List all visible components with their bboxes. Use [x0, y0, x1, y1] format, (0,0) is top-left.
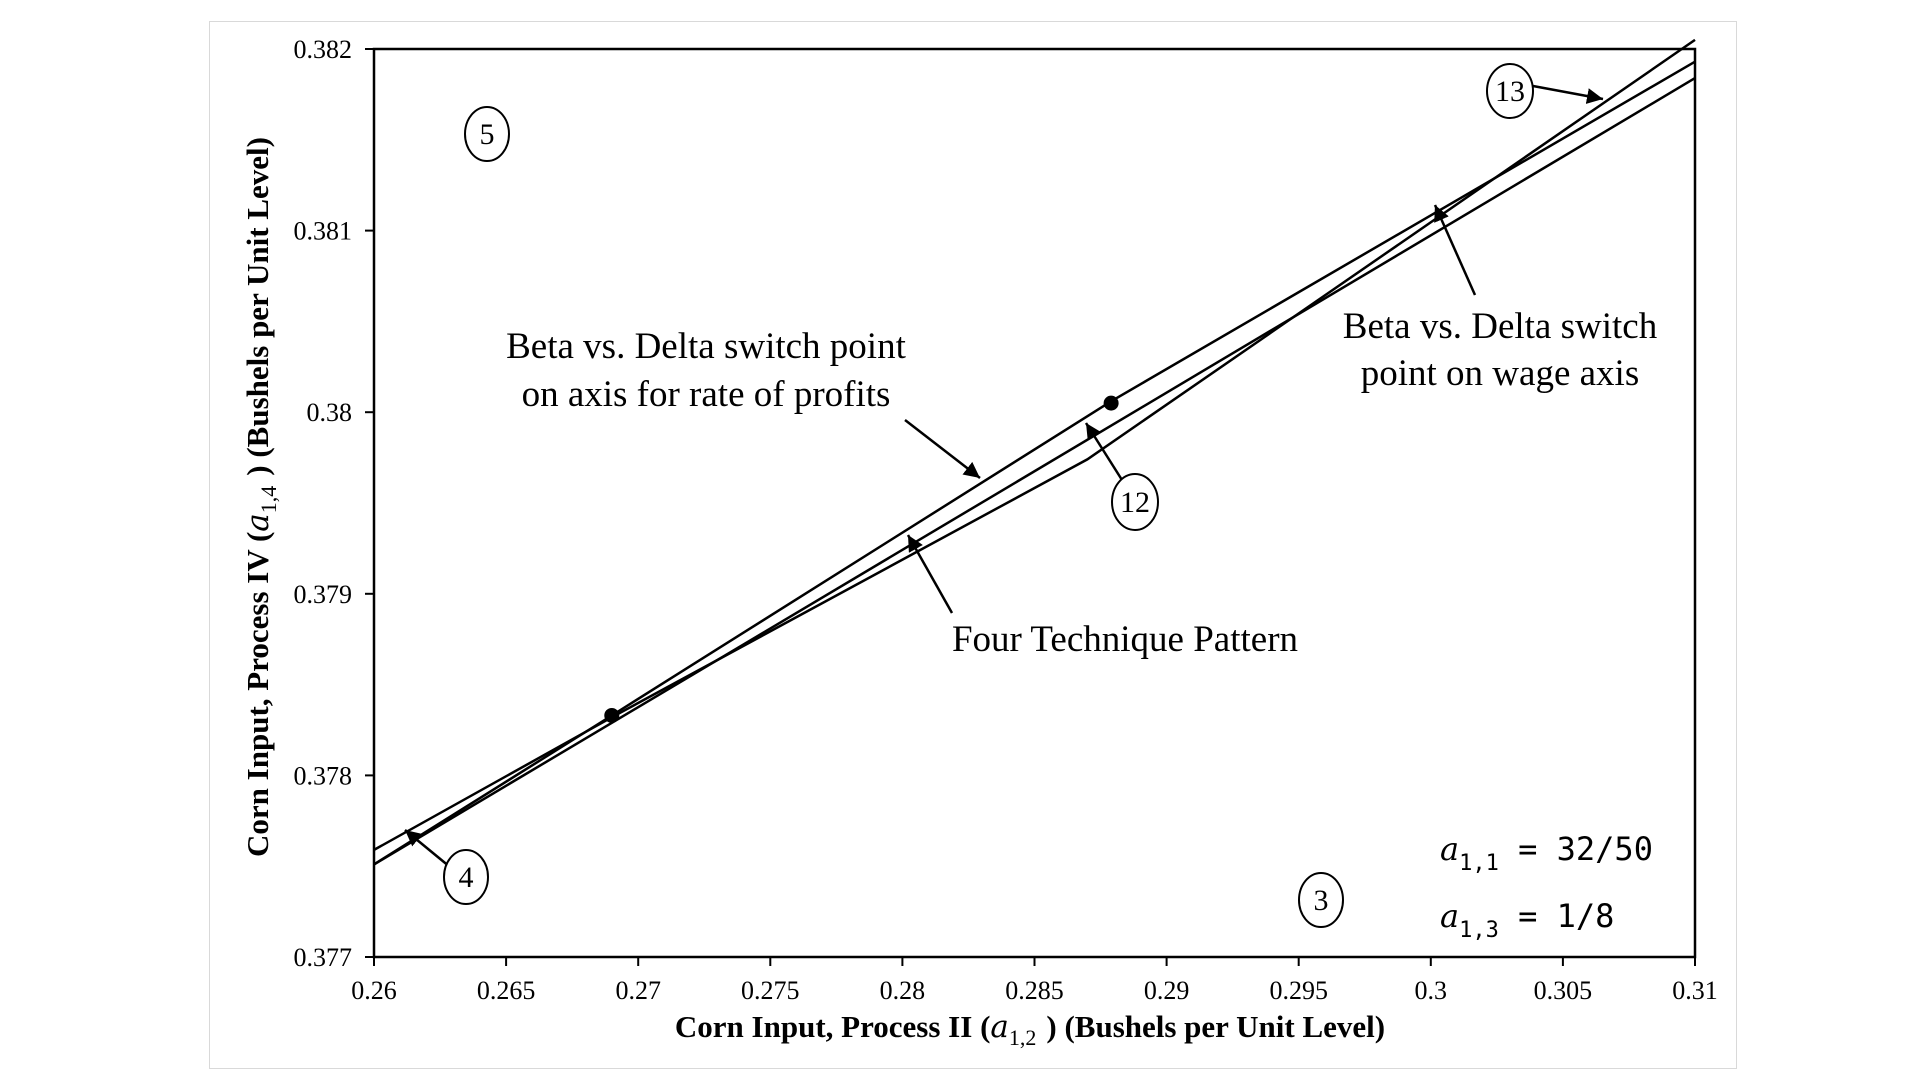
x-axis-title: Corn Input, Process II (a1,2) (Bushels p… [675, 1009, 1385, 1050]
point-layer [604, 395, 1119, 723]
arrow-region-4 [404, 829, 451, 868]
y-tick-label: 0.382 [294, 35, 353, 64]
annotation-wage-switch-line-2: point on wage axis [1361, 353, 1639, 394]
annotation-wage-switch-line-1: Beta vs. Delta switch [1343, 306, 1658, 347]
x-tick-label: 0.265 [477, 976, 536, 1005]
parameter-a13: a1,3 = 1/8 [1440, 897, 1614, 943]
y-tick-label: 0.377 [294, 943, 353, 972]
x-tick-label: 0.29 [1144, 976, 1190, 1005]
x-tick-label: 0.26 [351, 976, 397, 1005]
region-4: 4 [443, 849, 489, 905]
annotation-profit-switch-line-1: Beta vs. Delta switch point [506, 326, 906, 367]
x-tick-label: 0.305 [1534, 976, 1593, 1005]
series-layer [373, 38, 1696, 866]
switch-point-2 [1103, 395, 1119, 411]
series-profit-switch [373, 38, 1696, 851]
arrow-four-technique [906, 534, 954, 614]
y-tick-label: 0.381 [294, 217, 353, 246]
region-4-label: 4 [459, 861, 474, 894]
arrow-region-13 [1532, 84, 1604, 104]
y-tick-label: 0.378 [294, 761, 353, 790]
x-tick-label: 0.285 [1005, 976, 1064, 1005]
y-tick-label: 0.379 [294, 580, 353, 609]
x-tick-label: 0.275 [741, 976, 800, 1005]
x-tick-label: 0.31 [1672, 976, 1718, 1005]
y-tick-label: 0.38 [307, 398, 353, 427]
switch-point-1 [604, 707, 620, 723]
region-3: 3 [1298, 872, 1344, 928]
annotation-arrows [404, 84, 1604, 868]
region-5-label: 5 [480, 118, 495, 151]
arrow-profit-switch [904, 419, 981, 479]
region-5: 5 [464, 106, 510, 162]
series-wage-switch [373, 60, 1696, 866]
arrow-wage-switch [1433, 204, 1477, 296]
region-13-label: 13 [1495, 75, 1525, 108]
series-four-technique [373, 77, 1696, 866]
y-axis: 0.377 0.378 0.379 0.38 0.381 0.382 [294, 35, 374, 972]
annotation-four-technique: Four Technique Pattern [952, 619, 1298, 660]
arrow-region-12 [1084, 422, 1124, 481]
x-tick-label: 0.28 [880, 976, 926, 1005]
plot-area [372, 47, 1697, 959]
region-3-label: 3 [1314, 884, 1329, 917]
region-13: 13 [1486, 63, 1534, 119]
region-12-label: 12 [1120, 486, 1150, 519]
x-tick-label: 0.27 [615, 976, 661, 1005]
parameter-a11: a1,1 = 32/50 [1440, 830, 1653, 876]
x-tick-label: 0.3 [1415, 976, 1448, 1005]
y-axis-title: Corn Input, Process IV (a1,4) (Bushels p… [240, 137, 281, 857]
x-tick-label: 0.295 [1269, 976, 1328, 1005]
annotation-profit-switch-line-2: on axis for rate of profits [522, 374, 891, 415]
region-12: 12 [1111, 473, 1159, 531]
